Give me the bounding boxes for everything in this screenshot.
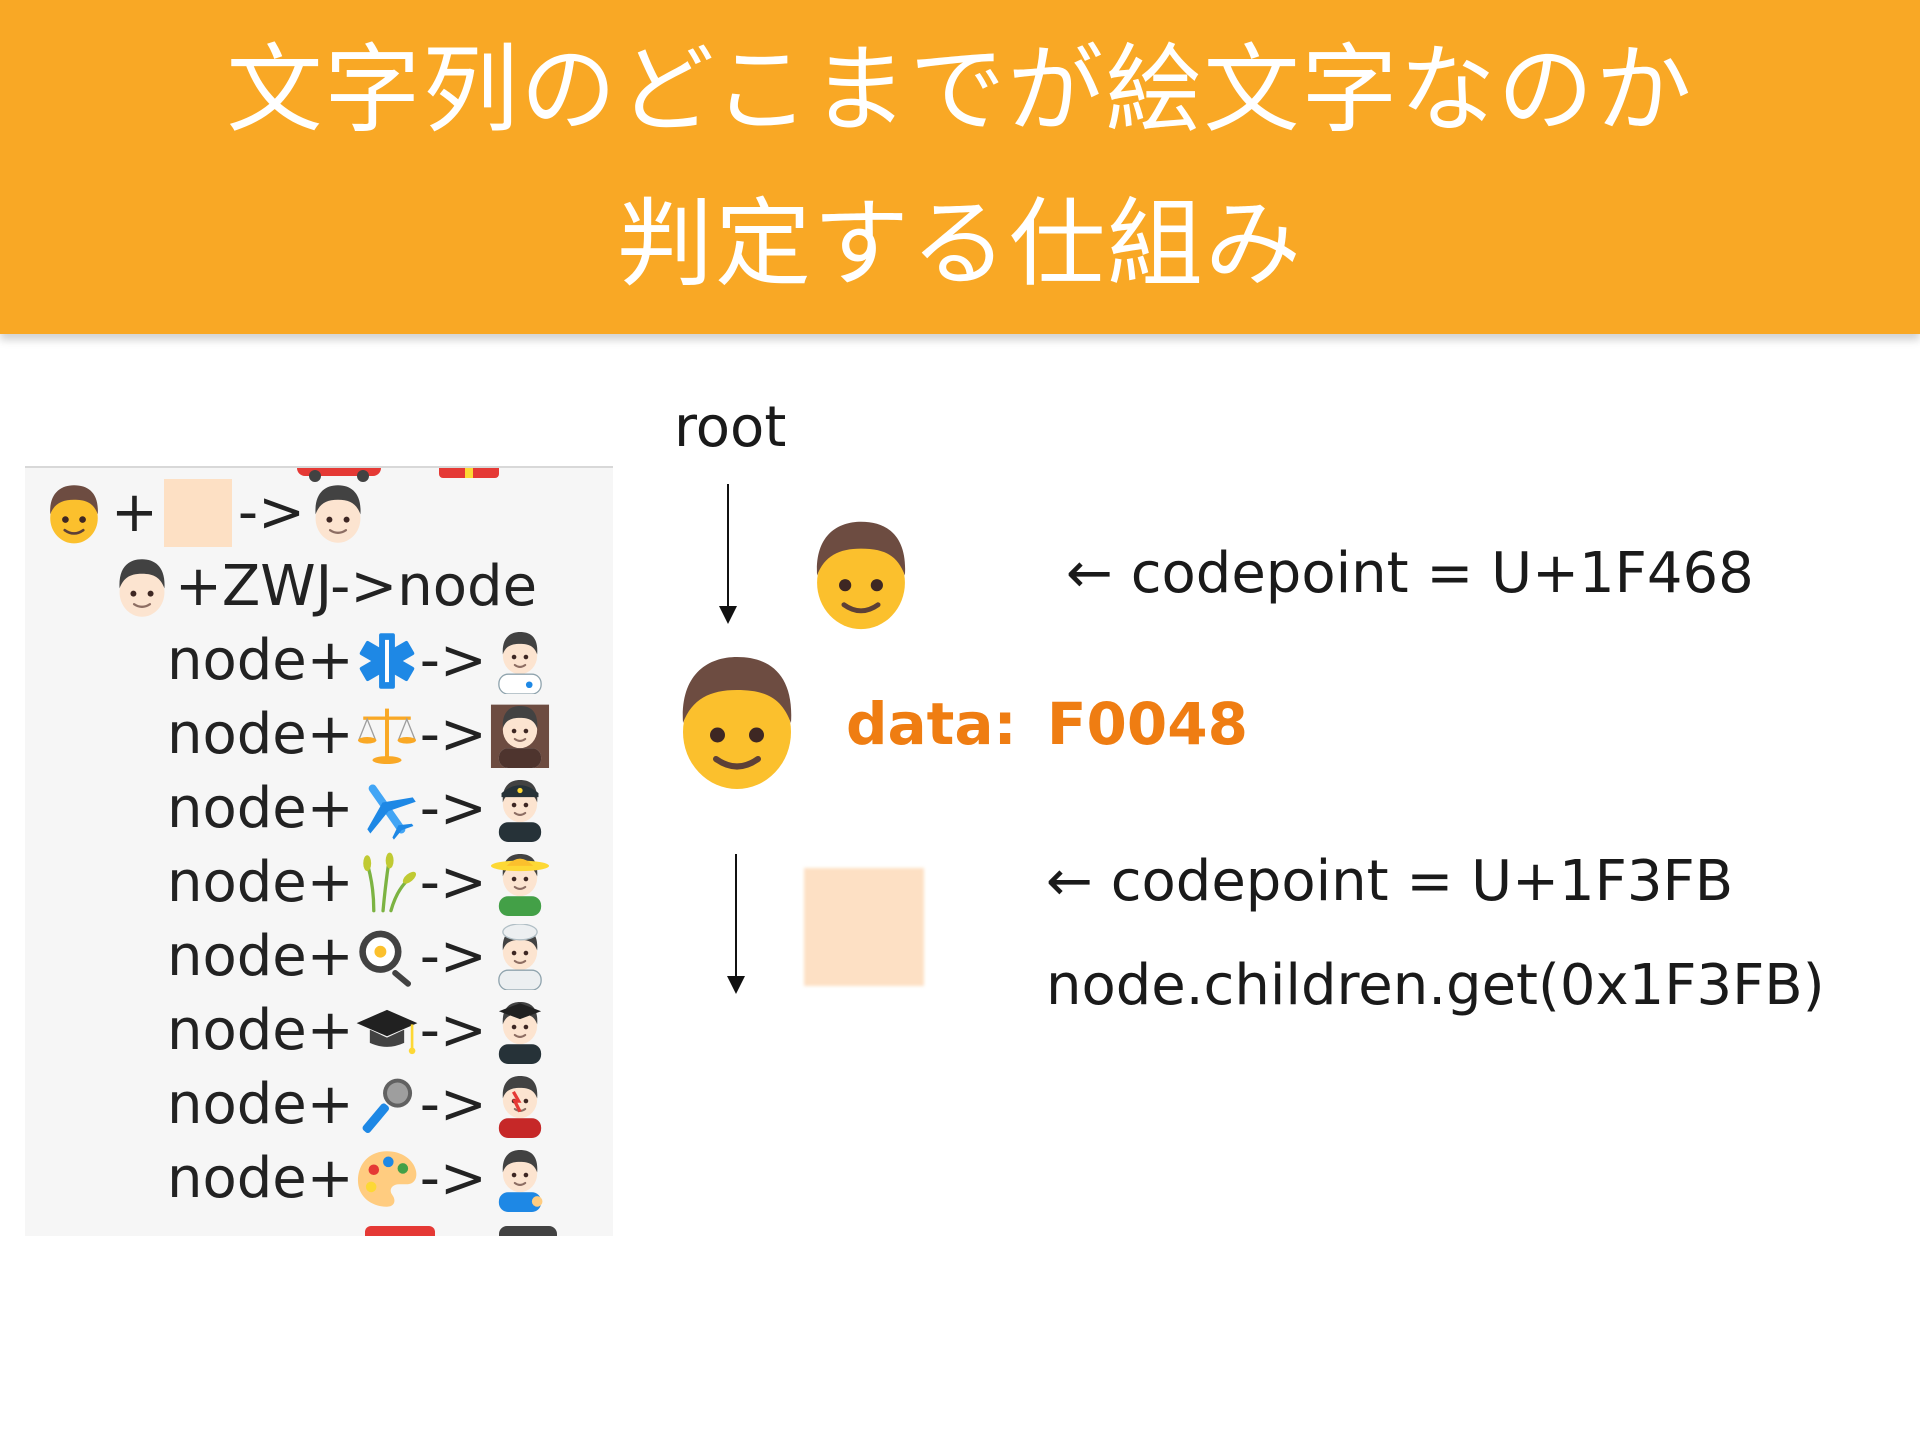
- rice-sheaf-icon: [354, 850, 420, 916]
- emoji-trie-panel: + -> +ZWJ->node node+ -> node+ -> node+ …: [25, 466, 613, 1236]
- down-arrow-head-2: [727, 976, 745, 994]
- tree-root-row: + ->: [41, 476, 371, 550]
- down-arrow-line-2: [735, 854, 737, 978]
- scales-icon: [354, 702, 420, 768]
- man-cook-emoji: [487, 924, 553, 990]
- man-health-worker-emoji: [487, 628, 553, 694]
- tree-item-singer: node+ ->: [167, 1068, 553, 1142]
- down-arrow-head: [719, 606, 737, 624]
- partial-icon: [365, 1226, 435, 1236]
- man-light-skin-emoji: [305, 480, 371, 546]
- man-judge-emoji: [487, 702, 553, 768]
- man-light-skin-emoji: [109, 554, 175, 620]
- node-plus-text: node+: [167, 776, 354, 841]
- root-label: root: [674, 395, 787, 460]
- node-plus-text: node+: [167, 1146, 354, 1211]
- man-singer-emoji: [487, 1072, 553, 1138]
- arrow-text: ->: [419, 702, 487, 767]
- node-plus-text: node+: [167, 924, 354, 989]
- arrow-text: ->: [419, 850, 487, 915]
- arrow-text: ->: [237, 480, 306, 545]
- man-emoji-node: [662, 632, 812, 808]
- partial-emoji: [499, 1226, 557, 1236]
- slide-title-line-2: 判定する仕組み: [617, 188, 1303, 300]
- tree-item-pilot: node+ ->: [167, 772, 553, 846]
- slide-title-line-1: 文字列のどこまでが絵文字なのか: [226, 34, 1694, 146]
- arrow-text: ->: [419, 1146, 487, 1211]
- node-data-label: data: F0048: [846, 690, 1248, 758]
- node-plus-text: node+: [167, 850, 354, 915]
- arrow-text: ->: [419, 924, 487, 989]
- arrow-text: ->: [419, 776, 487, 841]
- arrow-text: ->: [419, 998, 487, 1063]
- arrow-text: ->: [419, 628, 487, 693]
- node-plus-text: node+: [167, 998, 354, 1063]
- microphone-icon: [354, 1072, 420, 1138]
- man-emoji-child-node: [800, 504, 922, 642]
- down-arrow-line: [727, 484, 729, 608]
- man-pilot-emoji: [487, 776, 553, 842]
- man-farmer-emoji: [487, 850, 553, 916]
- title-banner: 文字列のどこまでが絵文字なのか 判定する仕組み: [0, 0, 1920, 334]
- frying-pan-icon: [354, 924, 420, 990]
- tree-item-student: node+ ->: [167, 994, 553, 1068]
- codepoint-label-2: ← codepoint = U+1F3FB: [1046, 849, 1734, 914]
- tree-item-artist: node+ ->: [167, 1142, 553, 1216]
- tree-item-farmer: node+ ->: [167, 846, 553, 920]
- medical-symbol-icon: [354, 628, 420, 694]
- airplane-icon: [354, 776, 420, 842]
- tree-item-cook: node+ ->: [167, 920, 553, 994]
- graduation-cap-icon: [354, 998, 420, 1064]
- man-student-emoji: [487, 998, 553, 1064]
- zwj-node-text: +ZWJ->node: [175, 554, 538, 619]
- car-icon: [297, 468, 381, 482]
- codepoint-label-1: ← codepoint = U+1F468: [1066, 541, 1754, 606]
- node-plus-text: node+: [167, 628, 354, 693]
- light-skin-tone-swatch-large: [804, 868, 924, 986]
- tree-zwj-row: +ZWJ->node: [109, 550, 537, 624]
- node-plus-text: node+: [167, 1072, 354, 1137]
- man-artist-emoji: [487, 1146, 553, 1212]
- arrow-text: ->: [419, 1072, 487, 1137]
- artist-palette-icon: [354, 1146, 420, 1212]
- node-plus-text: node+: [167, 702, 354, 767]
- plus-sign: +: [111, 480, 158, 545]
- tree-item-health: node+ ->: [167, 624, 553, 698]
- light-skin-tone-swatch: [163, 479, 232, 547]
- children-get-call: node.children.get(0x1F3FB): [1046, 953, 1825, 1018]
- tree-item-judge: node+ ->: [167, 698, 553, 772]
- man-emoji: [41, 480, 107, 546]
- gift-icon: [439, 468, 499, 478]
